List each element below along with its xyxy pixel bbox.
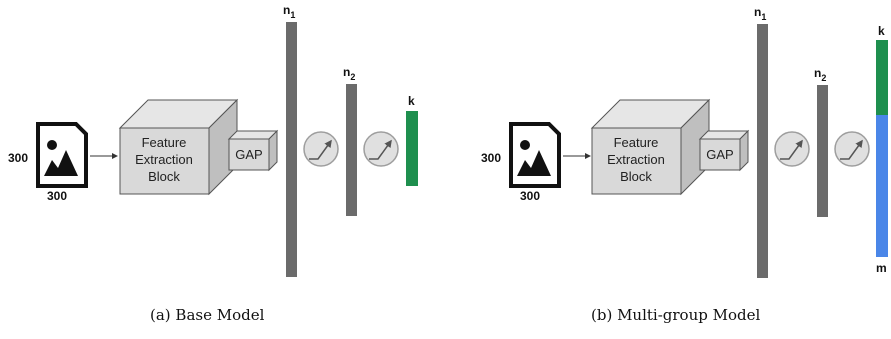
output-layer-k xyxy=(876,40,888,115)
mountain-icon xyxy=(44,150,78,176)
dense-layer-n2 xyxy=(817,85,828,217)
gap-label: GAP xyxy=(235,147,262,162)
input-image: 300 300 xyxy=(481,122,561,203)
dense-layer-n1 xyxy=(286,22,297,277)
input-height-label: 300 xyxy=(481,151,501,165)
feature-extraction-block: Feature Extraction Block xyxy=(590,98,711,196)
panel-multi-group-model: 300 300 Feature Extraction Block GAP n1 xyxy=(481,5,888,278)
input-height-label: 300 xyxy=(8,151,28,165)
layer-n2-label: n2 xyxy=(814,66,826,83)
activation-icon xyxy=(363,131,399,167)
sun-icon xyxy=(47,140,57,150)
input-image: 300 300 xyxy=(8,122,88,203)
feature-extraction-block: Feature Extraction Block xyxy=(118,98,239,196)
caption-base-model: (a) Base Model xyxy=(150,306,265,324)
gap-label: GAP xyxy=(706,147,733,162)
dense-layer-n2 xyxy=(346,84,357,216)
activation-icon xyxy=(774,131,810,167)
block-face xyxy=(119,127,210,195)
image-file-icon xyxy=(509,122,561,188)
feature-block-line2: Extraction xyxy=(135,152,193,167)
output-m-label: m xyxy=(876,261,887,275)
activation-icon xyxy=(303,131,339,167)
mountain-icon xyxy=(517,150,551,176)
caption-multi-group-model: (b) Multi-group Model xyxy=(591,306,761,324)
block-face xyxy=(591,127,682,195)
output-layer-m xyxy=(876,115,888,257)
layer-n1-label: n1 xyxy=(283,3,295,20)
gap-face xyxy=(699,138,741,171)
output-k-label: k xyxy=(878,24,885,38)
feature-block-line1: Feature xyxy=(142,135,187,150)
gap-face xyxy=(228,138,270,171)
feature-block-line2: Extraction xyxy=(607,152,665,167)
feature-block-line3: Block xyxy=(148,169,180,184)
input-width-label: 300 xyxy=(520,189,540,203)
image-file-icon xyxy=(36,122,88,188)
gap-block: GAP xyxy=(698,129,750,172)
output-k-label: k xyxy=(408,94,415,108)
feature-block-line3: Block xyxy=(620,169,652,184)
gap-block: GAP xyxy=(227,129,279,172)
layer-n2-label: n2 xyxy=(343,65,355,82)
activation-icon xyxy=(834,131,870,167)
panel-base-model: 300 300 Feature Extraction Block GAP n1 xyxy=(8,3,418,277)
output-layer-k xyxy=(406,111,418,186)
input-width-label: 300 xyxy=(47,189,67,203)
sun-icon xyxy=(520,140,530,150)
dense-layer-n1 xyxy=(757,24,768,278)
layer-n1-label: n1 xyxy=(754,5,766,22)
feature-block-line1: Feature xyxy=(614,135,659,150)
